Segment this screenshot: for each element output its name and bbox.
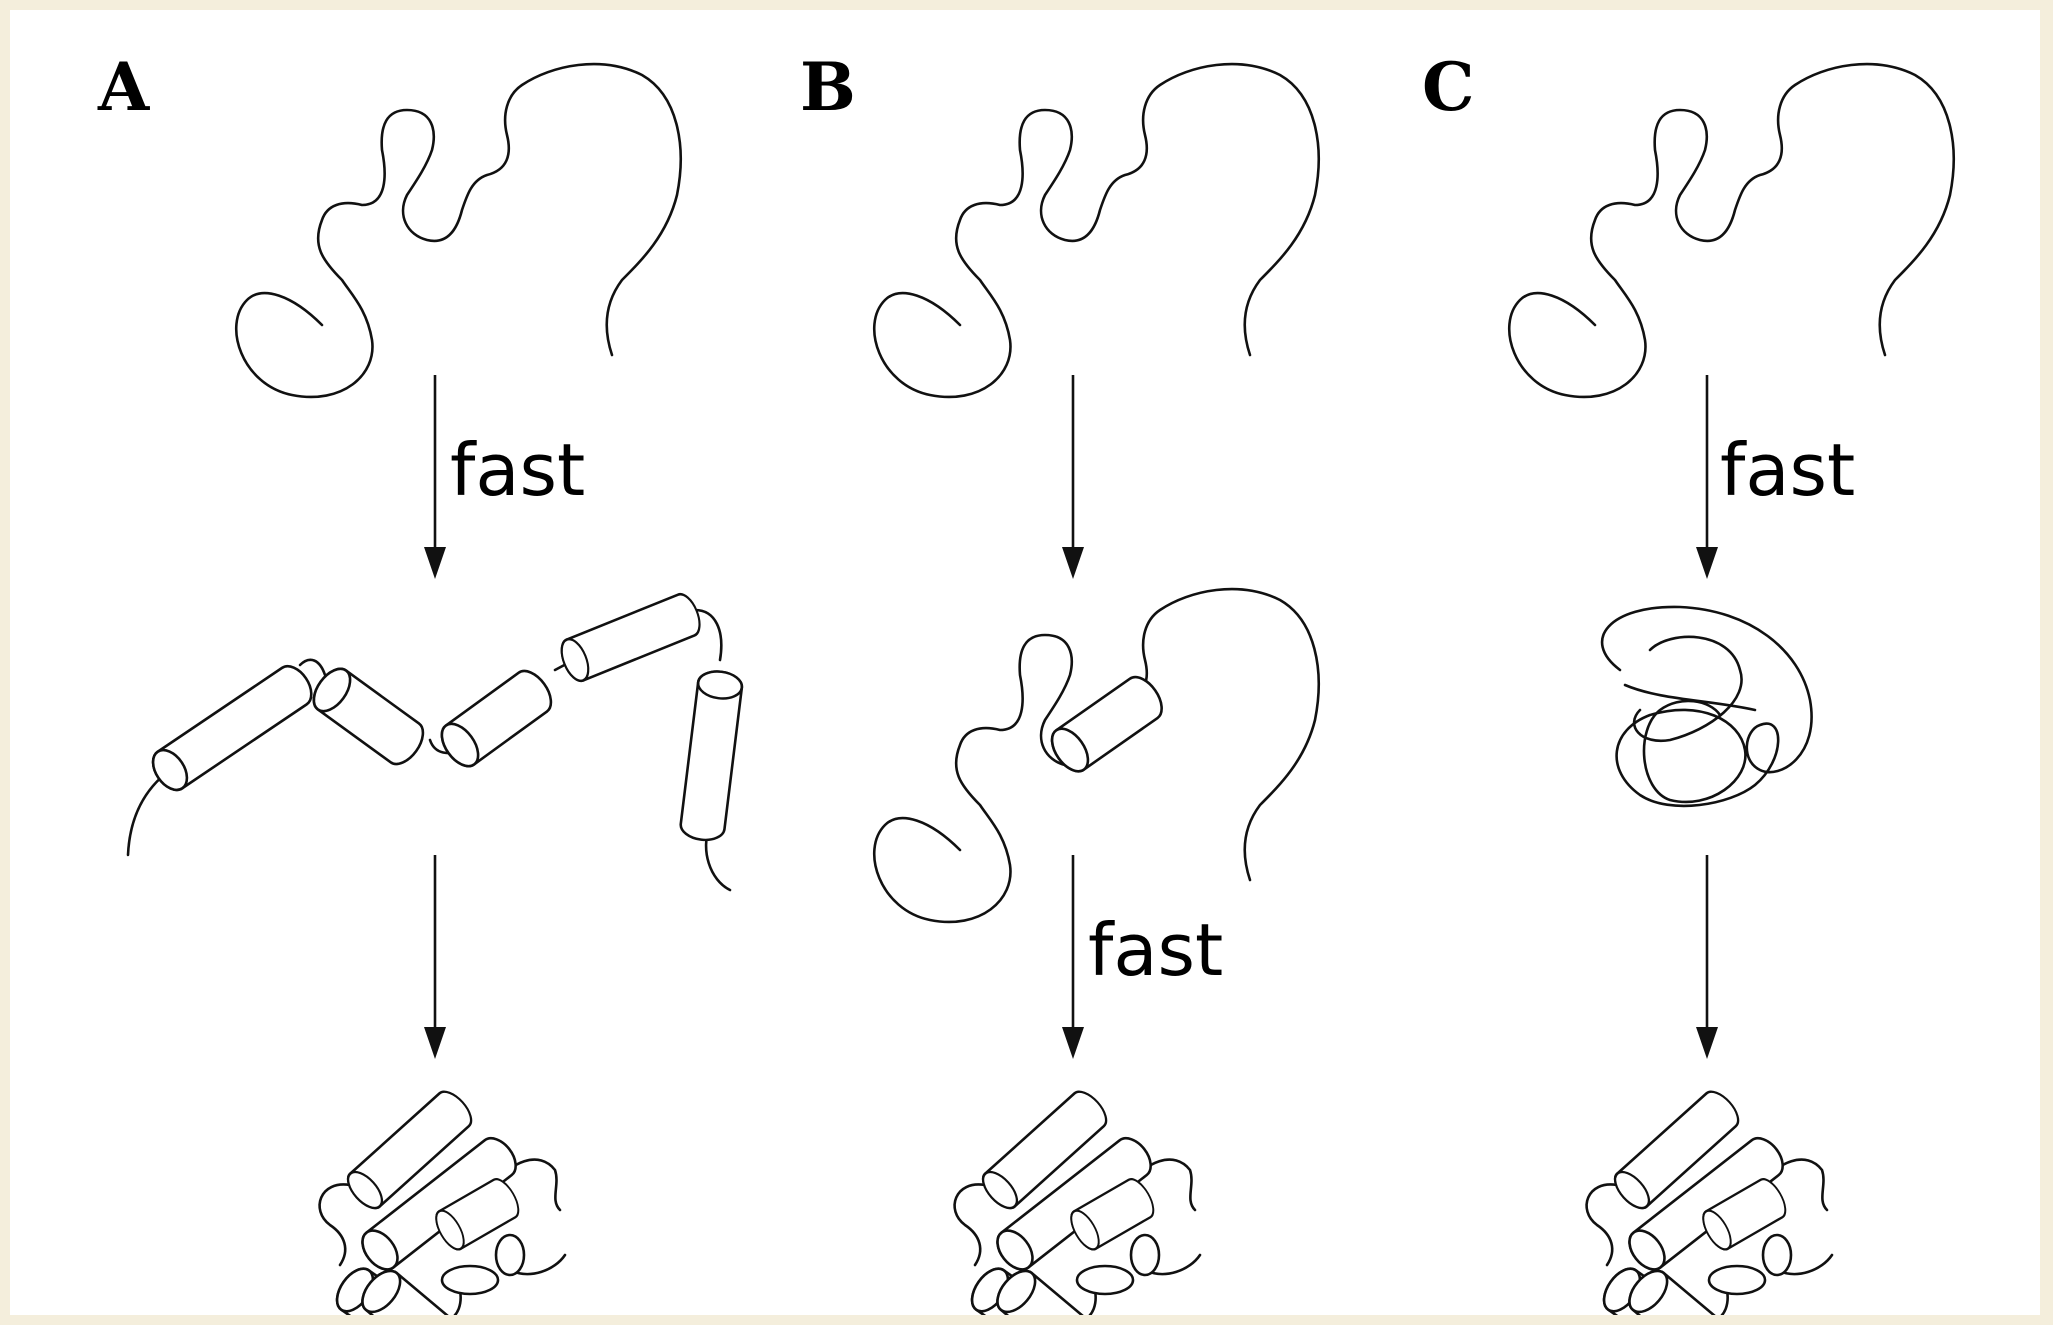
- helix-intermediate-a: [126, 589, 745, 892]
- unfolded-chain-a: [234, 62, 682, 399]
- panel-letter-c: C: [1422, 48, 1475, 126]
- panel-letter-b: B: [800, 48, 856, 126]
- helix-a-4: [555, 589, 707, 686]
- arrow-c-step2: [1694, 853, 1720, 1061]
- arrow-a-step1: [422, 373, 448, 581]
- rate-label-b-step2: fast: [1088, 908, 1223, 992]
- arrow-a-step2: [422, 853, 448, 1061]
- local-helix-intermediate-b: [872, 587, 1320, 924]
- panel-b: B fast: [800, 48, 1320, 1315]
- panel-c: C fast: [1422, 48, 1955, 1315]
- helix-a-2: [305, 661, 432, 772]
- rate-label-a-step1: fast: [450, 428, 585, 512]
- panel-a: A fast: [97, 48, 745, 1315]
- arrow-b-step2: [1060, 853, 1086, 1061]
- arrow-b-step1: [1060, 373, 1086, 581]
- helix-a-5: [677, 667, 745, 844]
- folding-pathways-figure: A fast B fast: [10, 10, 2040, 1315]
- helix-b-1: [1043, 669, 1171, 779]
- helix-a-3: [433, 663, 560, 774]
- arrow-c-step1: [1694, 373, 1720, 581]
- folded-state-c: [1587, 1086, 1832, 1315]
- collapsed-globule-c: [1600, 605, 1813, 808]
- folded-state-a: [320, 1086, 565, 1315]
- helix-a-1: [144, 658, 320, 798]
- unfolded-chain-c: [1507, 62, 1955, 399]
- panel-letter-a: A: [97, 48, 150, 126]
- folded-state-b: [955, 1086, 1200, 1315]
- rate-label-c-step1: fast: [1720, 428, 1855, 512]
- unfolded-chain-b: [872, 62, 1320, 399]
